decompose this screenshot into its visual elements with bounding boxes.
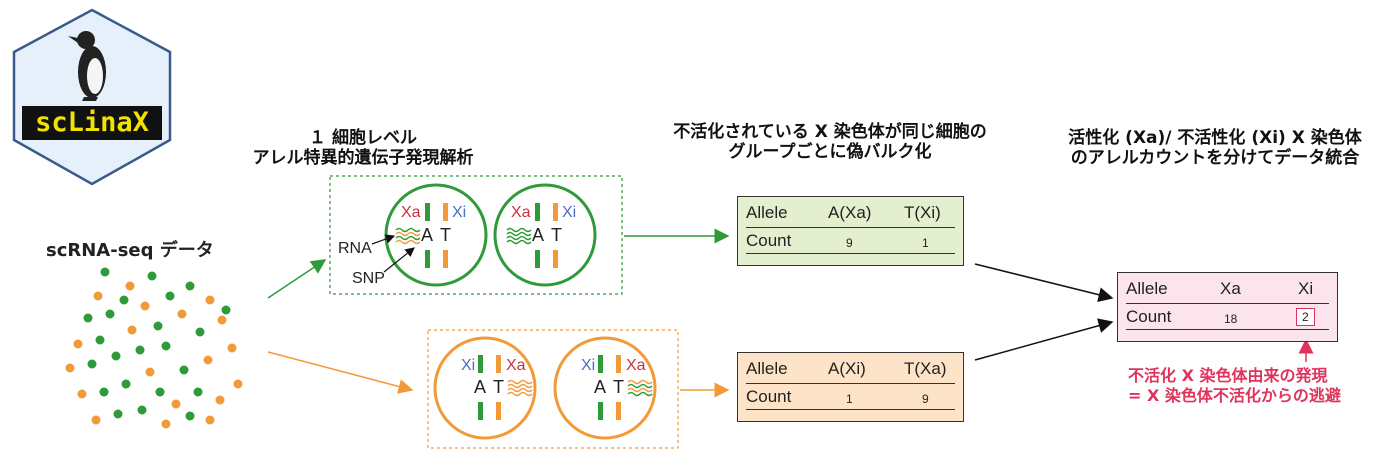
count-xa: 18 — [1224, 312, 1238, 326]
rna-pointer — [371, 234, 396, 245]
penguin-icon — [68, 31, 106, 101]
count-col2: 9 — [922, 392, 929, 406]
header-col1: A(Xi) — [828, 359, 866, 378]
bottom-cell-1-allele-a: A — [474, 377, 487, 397]
heading-single-cell-line1: １ 細胞レベル — [309, 128, 417, 148]
table-row: Count 9 1 — [746, 231, 955, 259]
header-allele: Allele — [746, 359, 788, 378]
heading-single-cell-line2: アレル特異的遺伝子発現解析 — [252, 148, 474, 168]
heading-pseudobulk-line1: 不活化されている X 染色体が同じ細胞の — [673, 122, 987, 142]
heading-integration-line2: のアレルカウントを分けてデータ統合 — [1070, 148, 1360, 168]
table-row: Count 18 2 — [1126, 307, 1329, 335]
header-col2: T(Xi) — [904, 203, 941, 222]
table-rule — [746, 227, 955, 228]
top-cell-1-xi-label: Xi — [452, 204, 467, 221]
top-cell-2-xa-label: Xa — [511, 204, 531, 221]
header-xa: Xa — [1220, 279, 1241, 298]
heading-pseudobulk: 不活化されている X 染色体が同じ細胞の グループごとに偽バルク化 — [650, 122, 1010, 162]
heading-integration: 活性化 (Xa)/ 不活性化 (Xi) X 染色体 のアレルカウントを分けてデー… — [1045, 128, 1385, 168]
table-row: Count 1 9 — [746, 387, 955, 415]
table-rule — [746, 253, 955, 254]
top-pseudobulk-table: Allele A(Xa) T(Xi) Count 9 1 — [737, 196, 964, 266]
sclinax-logo — [12, 8, 172, 186]
arrow-top-to-merged — [974, 263, 1114, 303]
bottom-cell-1-allele-t: T — [493, 377, 504, 397]
table-rule — [746, 409, 955, 410]
top-cell-1-xa-label: Xa — [401, 204, 421, 221]
arrow-bottom-to-merged — [974, 318, 1114, 361]
top-cell-2-allele-t: T — [551, 225, 562, 245]
top-cell-2-allele-a: A — [532, 225, 545, 245]
arrow-to-top-group — [267, 259, 327, 299]
rna-label: RNA — [338, 240, 372, 257]
bottom-pseudobulk-table: Allele A(Xi) T(Xa) Count 1 9 — [737, 352, 964, 422]
header-allele: Allele — [746, 203, 788, 222]
heading-single-cell: １ 細胞レベル アレル特異的遺伝子発現解析 — [238, 128, 488, 168]
count-xi: 2 — [1296, 308, 1315, 326]
bottom-cell-2-allele-t: T — [613, 377, 624, 397]
top-cell-1-allele-a: A — [421, 225, 434, 245]
header-col1: A(Xa) — [828, 203, 872, 222]
top-cell-1 — [384, 183, 488, 287]
heading-integration-line1: 活性化 (Xa)/ 不活性化 (Xi) X 染色体 — [1068, 128, 1362, 148]
top-cell-1-allele-t: T — [440, 225, 451, 245]
table-rule — [1126, 303, 1329, 304]
header-col2: T(Xa) — [904, 359, 947, 378]
top-cell-2 — [493, 183, 597, 287]
snp-label: SNP — [352, 270, 385, 287]
bottom-cell-1-xi-label: Xi — [461, 357, 476, 374]
count-col1: 1 — [846, 392, 853, 406]
count-col1: 9 — [846, 236, 853, 250]
top-cell-2-xi-label: Xi — [562, 204, 577, 221]
bottom-cell-group-box — [427, 329, 679, 449]
table-header-row: Allele A(Xi) T(Xa) — [746, 359, 955, 387]
bottom-cell-2-xi-label: Xi — [581, 357, 596, 374]
row-label-count: Count — [1126, 307, 1172, 326]
escape-note-line2: = X 染色体不活化からの逃避 — [1128, 386, 1341, 405]
table-header-row: Allele A(Xa) T(Xi) — [746, 203, 955, 231]
top-cell-group-box — [329, 175, 623, 295]
snp-pointer — [383, 247, 415, 273]
escape-note-line1: 不活化 X 染色体由来の発現 — [1128, 366, 1328, 385]
logo-text: scLinaX — [35, 107, 149, 138]
table-header-row: Allele Xa Xi — [1126, 279, 1329, 307]
header-allele: Allele — [1126, 279, 1168, 298]
bottom-cell-2-xa-label: Xa — [626, 357, 646, 374]
heading-pseudobulk-line2: グループごとに偽バルク化 — [728, 142, 932, 162]
arrow-to-bottom-group — [267, 351, 414, 394]
count-col2: 1 — [922, 236, 929, 250]
bottom-cell-2-allele-a: A — [594, 377, 607, 397]
table-rule — [746, 383, 955, 384]
bottom-cell-2 — [553, 336, 657, 440]
row-label-count: Count — [746, 387, 792, 406]
escape-note: 不活化 X 染色体由来の発現 = X 染色体不活化からの逃避 — [1128, 366, 1341, 406]
header-xi: Xi — [1298, 279, 1314, 298]
bottom-cell-1-xa-label: Xa — [506, 357, 526, 374]
table-rule — [1126, 329, 1329, 330]
cell-scatter — [65, 267, 243, 429]
row-label-count: Count — [746, 231, 792, 250]
bottom-cell-1 — [433, 336, 537, 440]
scrna-seq-label: scRNA-seq データ — [46, 240, 214, 261]
merged-count-table: Allele Xa Xi Count 18 2 — [1117, 272, 1338, 342]
